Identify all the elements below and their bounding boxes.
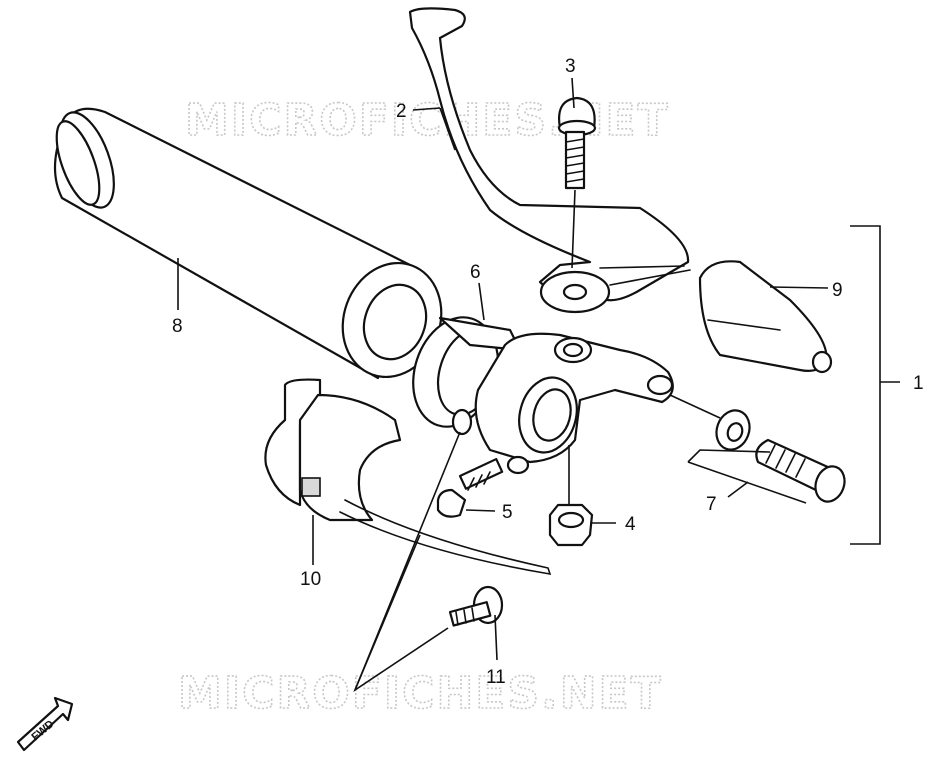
callout-5: 5 — [502, 502, 513, 523]
part-2-lever — [408, 7, 691, 314]
callout-2: 2 — [396, 101, 407, 122]
callout-6: 6 — [470, 262, 481, 283]
callout-4: 4 — [625, 514, 636, 535]
part-8-grip — [53, 107, 443, 380]
part-4-nut — [548, 445, 594, 547]
callout-8: 8 — [172, 316, 183, 337]
lever-holder — [451, 332, 674, 475]
callout-11: 11 — [486, 667, 506, 688]
callout-9: 9 — [832, 280, 843, 301]
part-3-bolt — [557, 96, 597, 269]
callout-10: 10 — [300, 569, 321, 590]
part-9-cover — [698, 260, 833, 374]
callout-3: 3 — [565, 56, 576, 77]
callout-7: 7 — [706, 494, 717, 515]
part-5-screw — [436, 457, 504, 518]
part-10-housing — [264, 378, 552, 576]
watermark-top: MICROFICHES.NET — [185, 95, 670, 146]
fwd-arrow-icon: FWD — [16, 696, 74, 752]
watermark-bottom: MICROFICHES.NET — [178, 668, 663, 719]
callout-1: 1 — [913, 373, 924, 394]
leader-lines — [177, 77, 900, 693]
part-11-bolt — [448, 585, 504, 627]
part-7-adjuster — [715, 409, 846, 503]
